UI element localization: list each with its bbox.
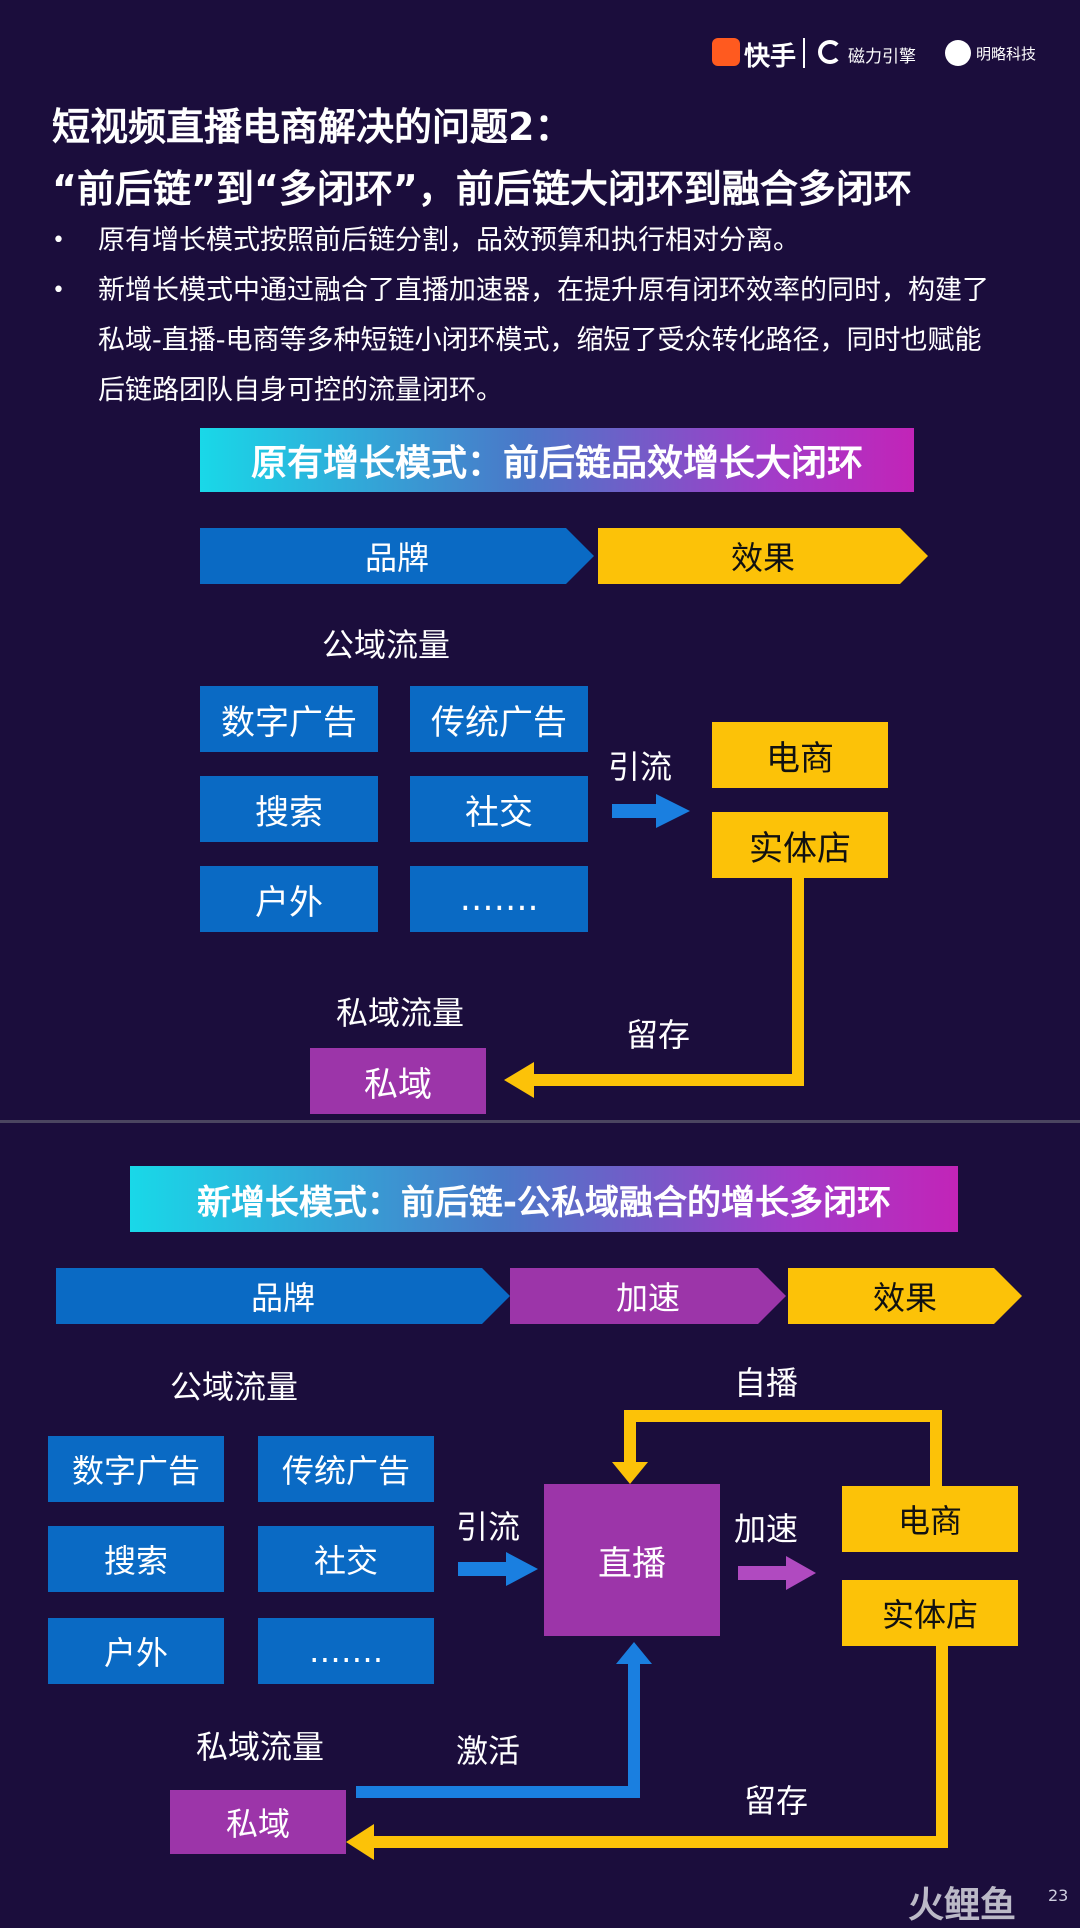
bullet-dot: • bbox=[52, 278, 65, 303]
chevron-label: 效果 bbox=[730, 539, 795, 577]
section1-source-search: 搜索 bbox=[200, 776, 378, 842]
section2-retain-label: 留存 bbox=[744, 1782, 809, 1820]
section2-arrow-to-live bbox=[458, 1552, 538, 1586]
bullet-2-line1: 新增长模式中通过融合了直播加速器，在提升原有闭环效率的同时，构建了 bbox=[98, 275, 989, 306]
section1-arrow-label: 引流 bbox=[608, 748, 673, 786]
section2-retain-path bbox=[346, 1646, 948, 1860]
section2-chevron-effect: 效果 bbox=[788, 1268, 1022, 1324]
section2-live-box: 直播 bbox=[544, 1484, 720, 1636]
section2-source-more: ……. bbox=[258, 1618, 434, 1684]
section1-retain-path bbox=[504, 878, 804, 1098]
section2-source-digital-ad: 数字广告 bbox=[48, 1436, 224, 1502]
section2-activate-path bbox=[356, 1642, 652, 1798]
section1-private-box: 私域 bbox=[310, 1048, 486, 1114]
section1-source-digital-ad: 数字广告 bbox=[200, 686, 378, 752]
brand-cili: 磁力引擎 bbox=[848, 47, 916, 67]
section2-source-social: 社交 bbox=[258, 1526, 434, 1592]
bullet-dot: • bbox=[52, 228, 65, 253]
section1-target-store: 实体店 bbox=[712, 812, 888, 878]
chevron-label: 品牌 bbox=[364, 539, 429, 577]
section1-arrow-to-targets bbox=[612, 794, 690, 828]
section1-source-social: 社交 bbox=[410, 776, 588, 842]
cili-logo-icon bbox=[818, 40, 842, 64]
watermark: 火鲤鱼 bbox=[908, 1885, 1017, 1926]
mingl-logo-icon bbox=[945, 40, 971, 66]
section1-source-outdoor: 户外 bbox=[200, 866, 378, 932]
kuaishou-logo-icon bbox=[712, 38, 740, 66]
section2-self-label: 自播 bbox=[734, 1364, 799, 1402]
page-number: 23 bbox=[1048, 1886, 1069, 1905]
section2-accel-label: 加速 bbox=[734, 1510, 799, 1548]
chevron-label: 效果 bbox=[872, 1279, 937, 1317]
brand-kuaishou: 快手 bbox=[744, 42, 797, 72]
section1-target-ecommerce: 电商 bbox=[712, 722, 888, 788]
section2-arrow-label: 引流 bbox=[456, 1508, 521, 1546]
bullet-2-line3: 后链路团队自身可控的流量闭环。 bbox=[98, 375, 503, 406]
chevron-label: 品牌 bbox=[250, 1279, 315, 1317]
section2-private-box: 私域 bbox=[170, 1790, 346, 1854]
section2-source-outdoor: 户外 bbox=[48, 1618, 224, 1684]
bullet-2-line2: 私域-直播-电商等多种短链小闭环模式，缩短了受众转化路径，同时也赋能 bbox=[98, 325, 982, 356]
section2-private-label: 私域流量 bbox=[196, 1728, 325, 1766]
bullet-1: 原有增长模式按照前后链分割，品效预算和执行相对分离。 bbox=[98, 225, 800, 256]
section1-banner: 原有增长模式：前后链品效增长大闭环 bbox=[200, 428, 914, 492]
section2-target-ecommerce: 电商 bbox=[842, 1486, 1018, 1552]
section1-source-traditional-ad: 传统广告 bbox=[410, 686, 588, 752]
section2-self-loop bbox=[612, 1410, 942, 1486]
section1-source-more: ……. bbox=[410, 866, 588, 932]
section-divider bbox=[0, 1120, 1080, 1123]
section2-accel-arrow bbox=[738, 1556, 816, 1590]
section2-banner: 新增长模式：前后链-公私域融合的增长多闭环 bbox=[130, 1166, 958, 1232]
section2-chevron-accelerate: 加速 bbox=[510, 1268, 786, 1324]
section1-public-label: 公域流量 bbox=[322, 626, 451, 664]
section1-retain-label: 留存 bbox=[626, 1016, 691, 1054]
section2-activate-label: 激活 bbox=[456, 1732, 521, 1770]
section1-chevron-brand: 品牌 bbox=[200, 528, 594, 584]
section2-source-search: 搜索 bbox=[48, 1526, 224, 1592]
section2-target-store: 实体店 bbox=[842, 1580, 1018, 1646]
header-divider bbox=[803, 38, 805, 68]
section1-chevron-effect: 效果 bbox=[598, 528, 928, 584]
section1-private-label: 私域流量 bbox=[336, 994, 465, 1032]
section2-source-traditional-ad: 传统广告 bbox=[258, 1436, 434, 1502]
section2-public-label: 公域流量 bbox=[170, 1368, 299, 1406]
page-title-line2: “前后链”到“多闭环”，前后链大闭环到融合多闭环 bbox=[52, 167, 912, 211]
chevron-label: 加速 bbox=[615, 1279, 680, 1317]
section2-chevron-brand: 品牌 bbox=[56, 1268, 510, 1324]
page-title-line1: 短视频直播电商解决的问题2： bbox=[52, 105, 573, 149]
brand-mingl: 明略科技 bbox=[976, 45, 1037, 63]
